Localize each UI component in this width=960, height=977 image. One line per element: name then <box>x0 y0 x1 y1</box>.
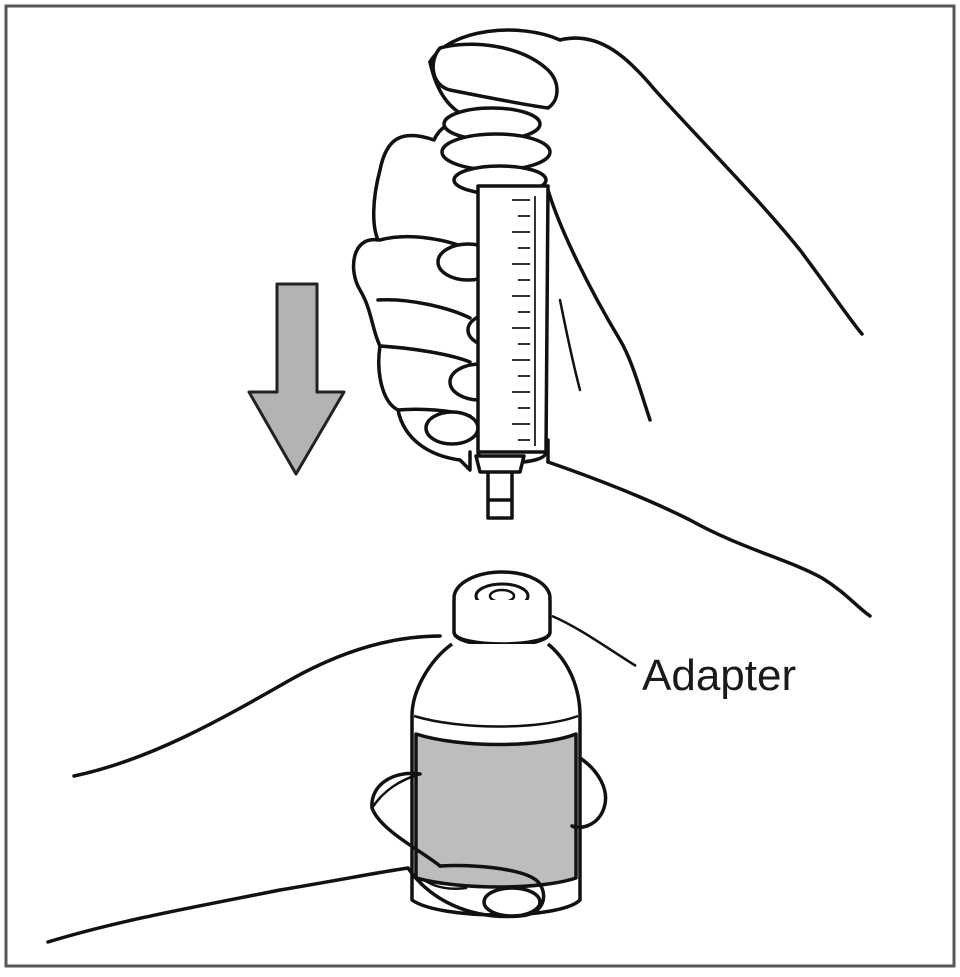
upper-hand <box>354 30 870 616</box>
adapter-callout-line <box>552 616 636 666</box>
adapter-label: Adapter <box>642 650 796 702</box>
down-arrow-icon <box>249 284 344 474</box>
